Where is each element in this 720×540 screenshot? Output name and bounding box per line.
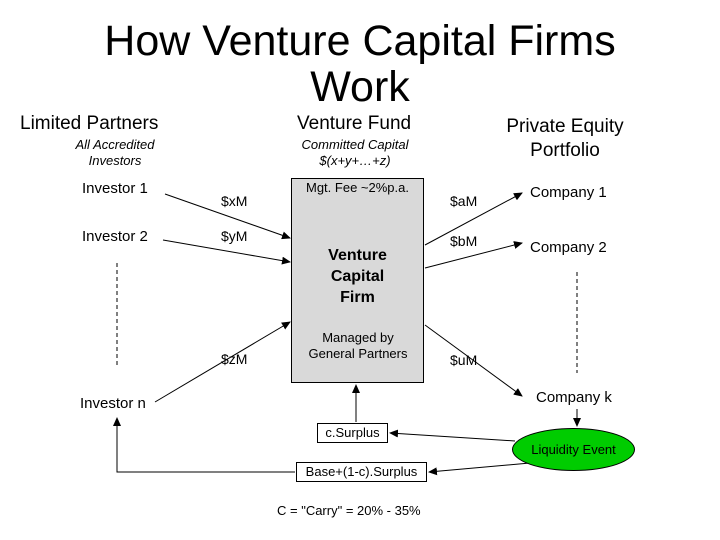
limited-partners-header: Limited Partners xyxy=(20,113,159,134)
carry-surplus-box: c.Surplus xyxy=(317,423,388,443)
liquidity-event-ellipse: Liquidity Event xyxy=(512,428,635,471)
arrow-investor2-to-fund xyxy=(162,239,291,265)
lp-subtitle-line-2: Investors xyxy=(88,153,142,168)
company-2-label: Company 2 xyxy=(530,239,607,256)
limited-partners-subtitle: All Accredited Investors xyxy=(45,137,185,169)
pe-header-line-1: Private Equity xyxy=(506,116,624,137)
pe-header-line-2: Portfolio xyxy=(530,140,600,161)
investor-1-label: Investor 1 xyxy=(82,180,148,197)
title-line-2: Work xyxy=(310,63,410,111)
arrow-investorn-to-fund xyxy=(154,321,291,403)
firm-name-line-1: Venture xyxy=(328,247,387,264)
title-line-1: How Venture Capital Firms xyxy=(104,17,616,65)
carry-note: C = "Carry" = 20% - 35% xyxy=(277,503,421,518)
amount-u-label: $uM xyxy=(450,352,478,368)
venture-capital-firm-box xyxy=(291,178,424,383)
amount-x-label: $xM xyxy=(221,193,248,209)
arrow-fund-to-company1 xyxy=(424,192,523,246)
amount-z-label: $zM xyxy=(221,351,248,367)
venture-capital-firm-name: Venture Capital Firm xyxy=(305,245,410,308)
investor-2-label: Investor 2 xyxy=(82,228,148,245)
investor-n-label: Investor n xyxy=(80,395,146,412)
managed-by-line-2: General Partners xyxy=(308,346,408,361)
amount-b-label: $bM xyxy=(450,233,478,249)
committed-capital-line-2: $(x+y+…+z) xyxy=(319,153,391,168)
arrow-liquidity-to-surplus xyxy=(389,429,516,442)
firm-name-line-2: Capital xyxy=(330,268,385,285)
venture-fund-header: Venture Fund xyxy=(297,113,412,134)
committed-capital: Committed Capital $(x+y+…+z) xyxy=(280,137,430,169)
arrow-fund-to-companyk xyxy=(424,324,523,397)
private-equity-header: Private Equity Portfolio xyxy=(495,115,635,163)
managed-by-line-1: Managed by xyxy=(322,330,394,345)
company-k-label: Company k xyxy=(536,389,612,406)
arrow-base-to-investors xyxy=(113,417,295,473)
page-title: How Venture Capital Firms Work xyxy=(0,18,720,110)
amount-y-label: $yM xyxy=(221,228,248,244)
base-return-box: Base+(1-c).Surplus xyxy=(296,462,427,482)
company-1-label: Company 1 xyxy=(530,184,607,201)
management-fee-label: Mgt. Fee ~2%p.a. xyxy=(306,180,409,195)
managed-by-label: Managed by General Partners xyxy=(296,330,420,362)
arrow-investor1-to-fund xyxy=(164,193,291,240)
lp-subtitle-line-1: All Accredited xyxy=(75,137,155,152)
arrow-fund-to-company2 xyxy=(424,241,523,269)
amount-a-label: $aM xyxy=(450,193,478,209)
arrow-liquidity-to-base xyxy=(428,462,531,476)
committed-capital-line-1: Committed Capital xyxy=(301,137,409,152)
firm-name-line-3: Firm xyxy=(340,289,375,306)
